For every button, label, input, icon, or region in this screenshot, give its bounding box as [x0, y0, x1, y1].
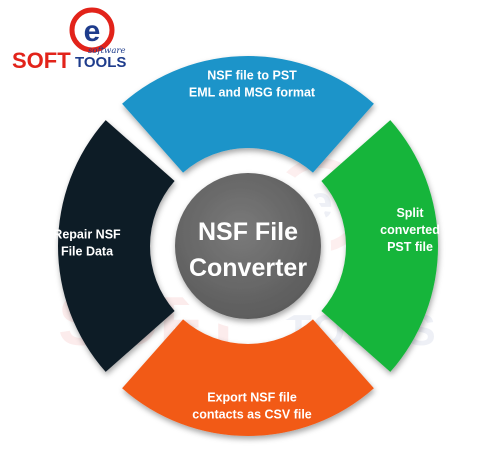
segment-top	[122, 55, 374, 173]
segment-right	[321, 120, 439, 372]
segment-bottom	[122, 319, 374, 437]
logo-brand-primary: SOFT	[12, 48, 71, 73]
center-title-line-1: NSF File	[198, 218, 298, 246]
center-hub: NSF File Converter	[165, 163, 331, 329]
logo-badge-letter: e	[84, 15, 101, 48]
segment-right-label-line-2: converted	[380, 223, 440, 237]
segment-top-label-line-1: NSF file to PST	[207, 69, 297, 83]
segment-right-label-line-3: PST file	[387, 240, 433, 254]
segment-right-label-line-1: Split	[396, 206, 424, 220]
segment-bottom-label-line-1: Export NSF file	[207, 391, 297, 405]
logo-brand-secondary: TOOLS	[75, 54, 126, 71]
segment-left-label-line-2: File Data	[61, 245, 114, 259]
center-title-line-2: Converter	[189, 254, 307, 282]
segment-left	[57, 120, 175, 372]
center-circle	[175, 173, 321, 319]
segment-bottom-label-line-2: contacts as CSV file	[192, 408, 312, 422]
brand-logo: e software SOFT TOOLS	[12, 7, 126, 73]
segment-top-label-line-2: EML and MSG format	[189, 86, 316, 100]
segment-left-label-line-1: Repair NSF	[53, 228, 121, 242]
logo-badge-ring	[69, 7, 115, 53]
logo-tagline: software	[88, 46, 125, 56]
